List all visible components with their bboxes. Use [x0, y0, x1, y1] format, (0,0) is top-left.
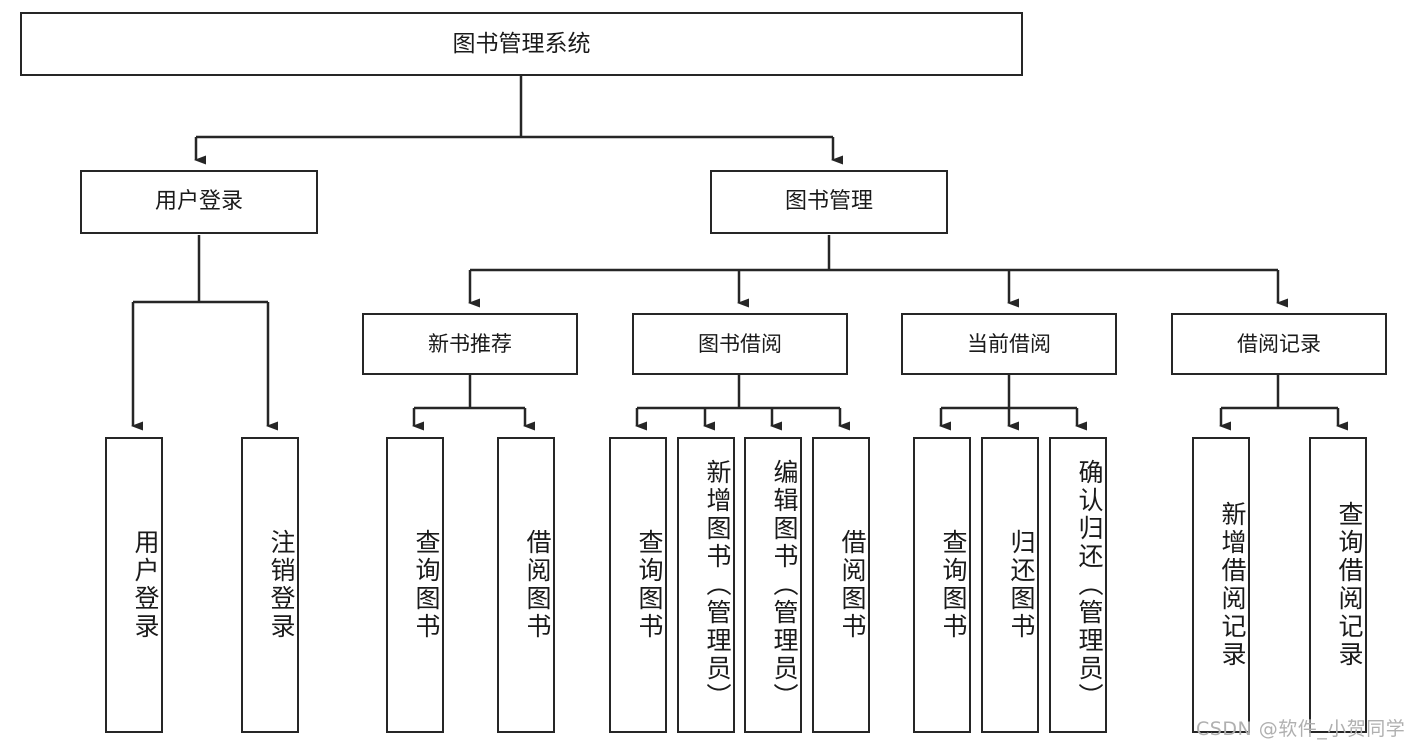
node-borrow-record[interactable]: 借阅记录	[1171, 313, 1387, 375]
leaf-borrow-edit-book-admin[interactable]: 编辑图书（管理员）	[744, 437, 802, 733]
leaf-user-login-signin[interactable]: 用户登录	[105, 437, 163, 733]
leaf-recommend-query-book[interactable]: 查询图书	[386, 437, 444, 733]
node-label: 确认归还（管理员）	[1075, 459, 1104, 711]
node-label: 注销登录	[267, 529, 296, 641]
node-label: 图书管理系统	[452, 30, 591, 57]
node-label: 当前借阅	[967, 331, 1051, 356]
leaf-current-confirm-return-admin[interactable]: 确认归还（管理员）	[1049, 437, 1107, 733]
node-label: 借阅图书	[838, 529, 867, 641]
node-label: 查询图书	[635, 529, 664, 641]
node-label: 编辑图书（管理员）	[770, 459, 799, 711]
node-label: 归还图书	[1007, 529, 1036, 641]
node-label: 图书借阅	[698, 331, 782, 356]
leaf-record-add-record[interactable]: 新增借阅记录	[1192, 437, 1250, 733]
node-label: 新增图书（管理员）	[703, 459, 732, 711]
leaf-borrow-borrow-book[interactable]: 借阅图书	[812, 437, 870, 733]
node-label: 新增借阅记录	[1218, 501, 1247, 669]
node-book-management[interactable]: 图书管理	[710, 170, 948, 234]
node-book-borrow[interactable]: 图书借阅	[632, 313, 848, 375]
csdn-watermark: CSDN @软件_小贺同学	[1196, 718, 1405, 740]
leaf-current-query-book[interactable]: 查询图书	[913, 437, 971, 733]
leaf-current-return-book[interactable]: 归还图书	[981, 437, 1039, 733]
leaf-borrow-query-book[interactable]: 查询图书	[609, 437, 667, 733]
node-label: 用户登录	[131, 529, 160, 641]
node-label: 借阅记录	[1237, 331, 1321, 356]
node-current-borrow[interactable]: 当前借阅	[901, 313, 1117, 375]
node-new-book-recommend[interactable]: 新书推荐	[362, 313, 578, 375]
node-label: 查询图书	[939, 529, 968, 641]
leaf-borrow-add-book-admin[interactable]: 新增图书（管理员）	[677, 437, 735, 733]
node-user-login[interactable]: 用户登录	[80, 170, 318, 234]
node-label: 图书管理	[784, 189, 873, 215]
leaf-user-login-signout[interactable]: 注销登录	[241, 437, 299, 733]
node-label: 查询借阅记录	[1335, 501, 1364, 669]
leaf-record-query-record[interactable]: 查询借阅记录	[1309, 437, 1367, 733]
node-label: 借阅图书	[523, 529, 552, 641]
node-root-system[interactable]: 图书管理系统	[20, 12, 1023, 76]
node-label: 查询图书	[412, 529, 441, 641]
leaf-recommend-borrow-book[interactable]: 借阅图书	[497, 437, 555, 733]
node-label: 新书推荐	[428, 331, 512, 356]
node-label: 用户登录	[154, 189, 243, 215]
